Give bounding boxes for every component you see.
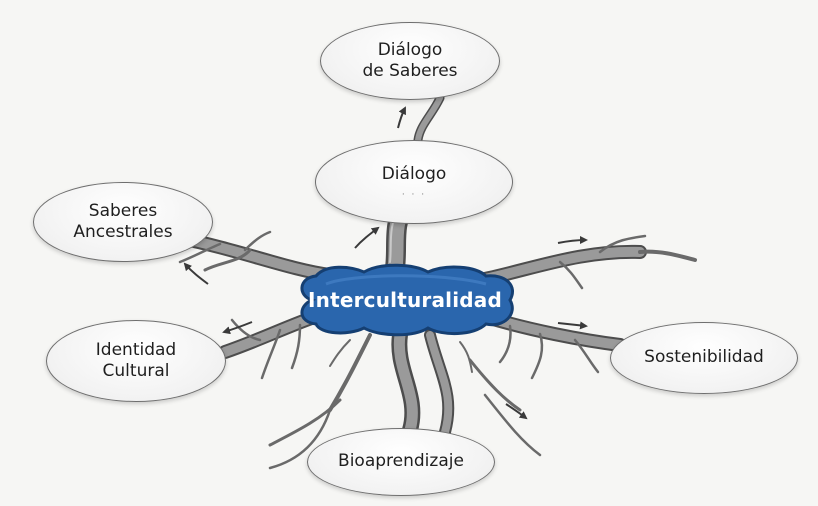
node-label: Sostenibilidad [644,347,764,368]
node-identidad-cultural: Identidad Cultural [46,320,226,402]
direction-arrows [183,106,588,420]
node-dialogo-de-saberes: Diálogo de Saberes [320,22,500,100]
central-cloud-shape [300,263,514,337]
node-sublabel: · · · [401,190,427,201]
node-label: Diálogo [381,163,447,184]
node-label: Diálogo de Saberes [362,39,458,81]
node-label: Identidad Cultural [95,339,177,381]
node-label: Saberes Ancestrales [73,200,173,242]
node-bioaprendizaje: Bioaprendizaje [307,428,495,496]
node-sostenibilidad: Sostenibilidad [610,322,798,394]
central-label: Interculturalidad [307,288,502,312]
central-node: Interculturalidad [290,262,520,338]
node-dialogo: Diálogo · · · [315,140,513,224]
node-label: Bioaprendizaje [338,451,464,472]
node-saberes-ancestrales: Saberes Ancestrales [33,182,213,262]
